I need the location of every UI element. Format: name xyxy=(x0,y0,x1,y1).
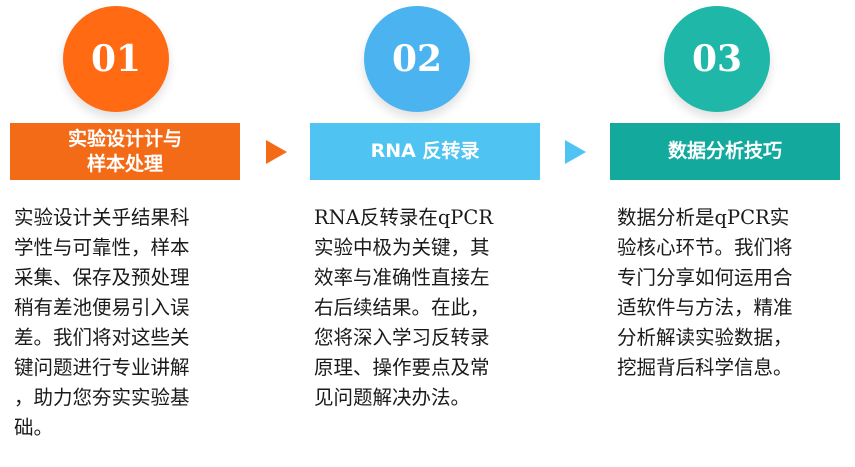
step-3-title-banner: 数据分析技巧 xyxy=(610,123,840,180)
step-1-number-circle: 01 xyxy=(63,6,169,112)
arrow-2-icon xyxy=(565,140,586,164)
step-3-number-circle: 03 xyxy=(664,6,770,112)
step-2-number-circle: 02 xyxy=(364,6,470,112)
step-2-number: 02 xyxy=(391,38,443,80)
step-2: 02 RNA 反转录 RNA反转录在qPCR 实验中极为关键，其 效率与准确性直… xyxy=(0,0,540,467)
step-3-number: 03 xyxy=(691,38,743,80)
step-1: 01 实验设计计与 样本处理 实验设计关乎结果科 学性与可靠性，样本 采集、保存… xyxy=(0,0,255,467)
step-1-description: 实验设计关乎结果科 学性与可靠性，样本 采集、保存及预处理 稍有差池便易引入误 … xyxy=(14,206,190,439)
step-1-title: 实验设计计与 样本处理 xyxy=(67,127,182,175)
step-2-title: RNA 反转录 xyxy=(370,140,480,162)
step-3-title: 数据分析技巧 xyxy=(667,140,782,162)
step-2-title-banner: RNA 反转录 xyxy=(310,123,540,180)
arrow-1-icon xyxy=(266,140,287,164)
step-3-description: 数据分析是qPCR实 验核心环节。我们将 专门分享如何运用合 适软件与方法，精准… xyxy=(617,206,793,379)
step-2-description: RNA反转录在qPCR 实验中极为关键，其 效率与准确性直接左 右后续结果。在此… xyxy=(314,206,494,409)
step-1-number: 01 xyxy=(90,38,142,80)
step-1-title-banner: 实验设计计与 样本处理 xyxy=(10,123,240,180)
